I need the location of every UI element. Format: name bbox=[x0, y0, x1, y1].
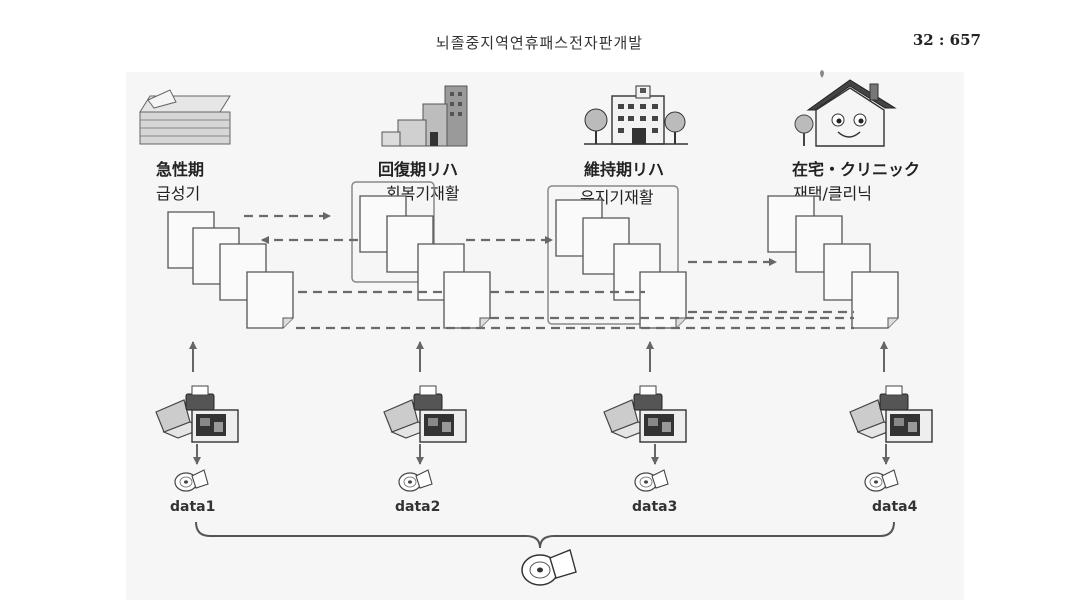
merged-cd-disc-icon bbox=[521, 549, 577, 586]
stage-label-home-clinic: 在宅・クリニック bbox=[792, 160, 921, 179]
download-arrows bbox=[193, 444, 890, 465]
data-label-2: data2 bbox=[395, 499, 441, 515]
data-label-1: data1 bbox=[170, 499, 216, 515]
document-cascade-4 bbox=[767, 195, 899, 329]
city-building-icon bbox=[584, 85, 688, 145]
upload-arrows bbox=[189, 341, 888, 372]
document-cascade-2 bbox=[359, 195, 491, 329]
flow-lines bbox=[244, 212, 854, 330]
factory-building-icon bbox=[381, 85, 468, 147]
page-title: 뇌졸중지역연휴패스전자판개발 bbox=[435, 34, 644, 52]
data-label-3: data3 bbox=[632, 499, 678, 515]
smiling-house-icon bbox=[794, 70, 897, 147]
stage-label-acute-kr: 급성기 bbox=[156, 184, 201, 203]
group-box-recovery bbox=[351, 181, 435, 283]
stage-label-maintenance: 維持期リハ bbox=[584, 160, 665, 179]
page-number: 32 : 657 bbox=[912, 31, 981, 49]
document-cascade-3 bbox=[555, 199, 687, 329]
computer-with-printer-icon-3 bbox=[603, 385, 687, 443]
figure-background bbox=[126, 72, 964, 600]
merge-brace bbox=[195, 521, 895, 549]
stage-label-acute: 急性期 bbox=[156, 160, 205, 179]
cd-disc-icon-3 bbox=[634, 469, 669, 492]
computer-with-printer-icon-1 bbox=[155, 385, 239, 443]
computer-with-printer-icon-4 bbox=[849, 385, 933, 443]
cd-disc-icon-2 bbox=[398, 469, 433, 492]
cd-disc-icon-4 bbox=[864, 469, 899, 492]
computer-with-printer-icon-2 bbox=[383, 385, 467, 443]
data-label-4: data4 bbox=[872, 499, 918, 515]
stage-label-recovery: 回復期リハ bbox=[378, 160, 459, 179]
group-box-maintenance bbox=[547, 185, 679, 325]
cd-disc-icon-1 bbox=[174, 469, 209, 492]
document-cascade-1 bbox=[167, 211, 294, 329]
hospital-stack-icon bbox=[139, 89, 231, 145]
